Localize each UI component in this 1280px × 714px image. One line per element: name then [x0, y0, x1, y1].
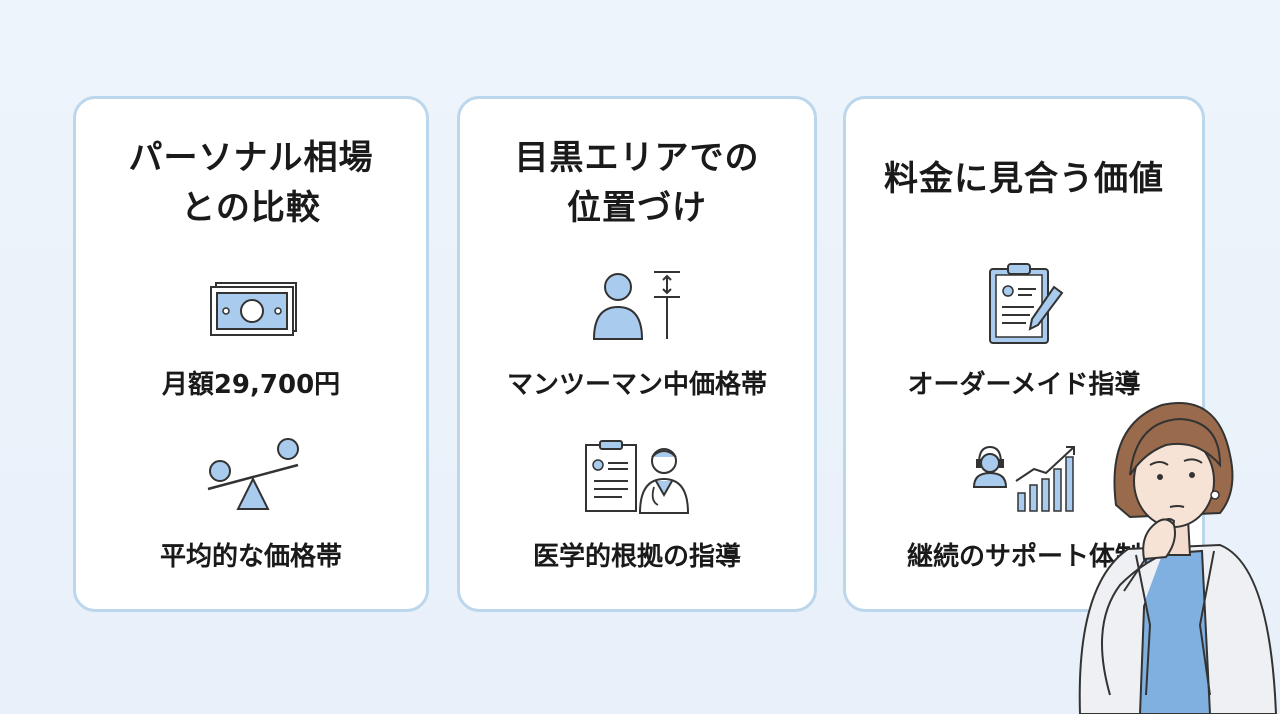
card-value-for-price: 料金に見合う価値 オーダーメイド指導 継続のサポート体制	[843, 96, 1205, 612]
person-height-icon	[592, 271, 680, 340]
item-label: 医学的根拠の指導	[532, 542, 741, 572]
thinking-woman-illustration	[1078, 402, 1278, 714]
item-label: 月額29,700円	[161, 370, 341, 400]
card-title: パーソナル相場 との比較	[128, 138, 374, 228]
card-meguro-position: 目黒エリアでの 位置づけ マンツーマン中価格帯 医学的根拠の指導	[457, 96, 817, 612]
item-label: 平均的な価格帯	[159, 542, 342, 572]
item-label: オーダーメイド指導	[907, 370, 1141, 400]
item-label: 継続のサポート体制	[906, 542, 1141, 572]
balance-seesaw-icon	[207, 438, 299, 510]
clipboard-pen-icon	[989, 263, 1064, 344]
card-personal-comparison: パーソナル相場 との比較 月額29,700円 平均的な価格帯	[73, 96, 429, 612]
doctor-clipboard-icon	[585, 440, 690, 514]
item-label: マンツーマン中価格帯	[506, 370, 767, 400]
support-growth-chart-icon	[972, 445, 1075, 512]
card-title: 料金に見合う価値	[884, 159, 1164, 199]
money-bill-icon	[210, 282, 297, 336]
card-title: 目黒エリアでの 位置づけ	[514, 138, 760, 228]
